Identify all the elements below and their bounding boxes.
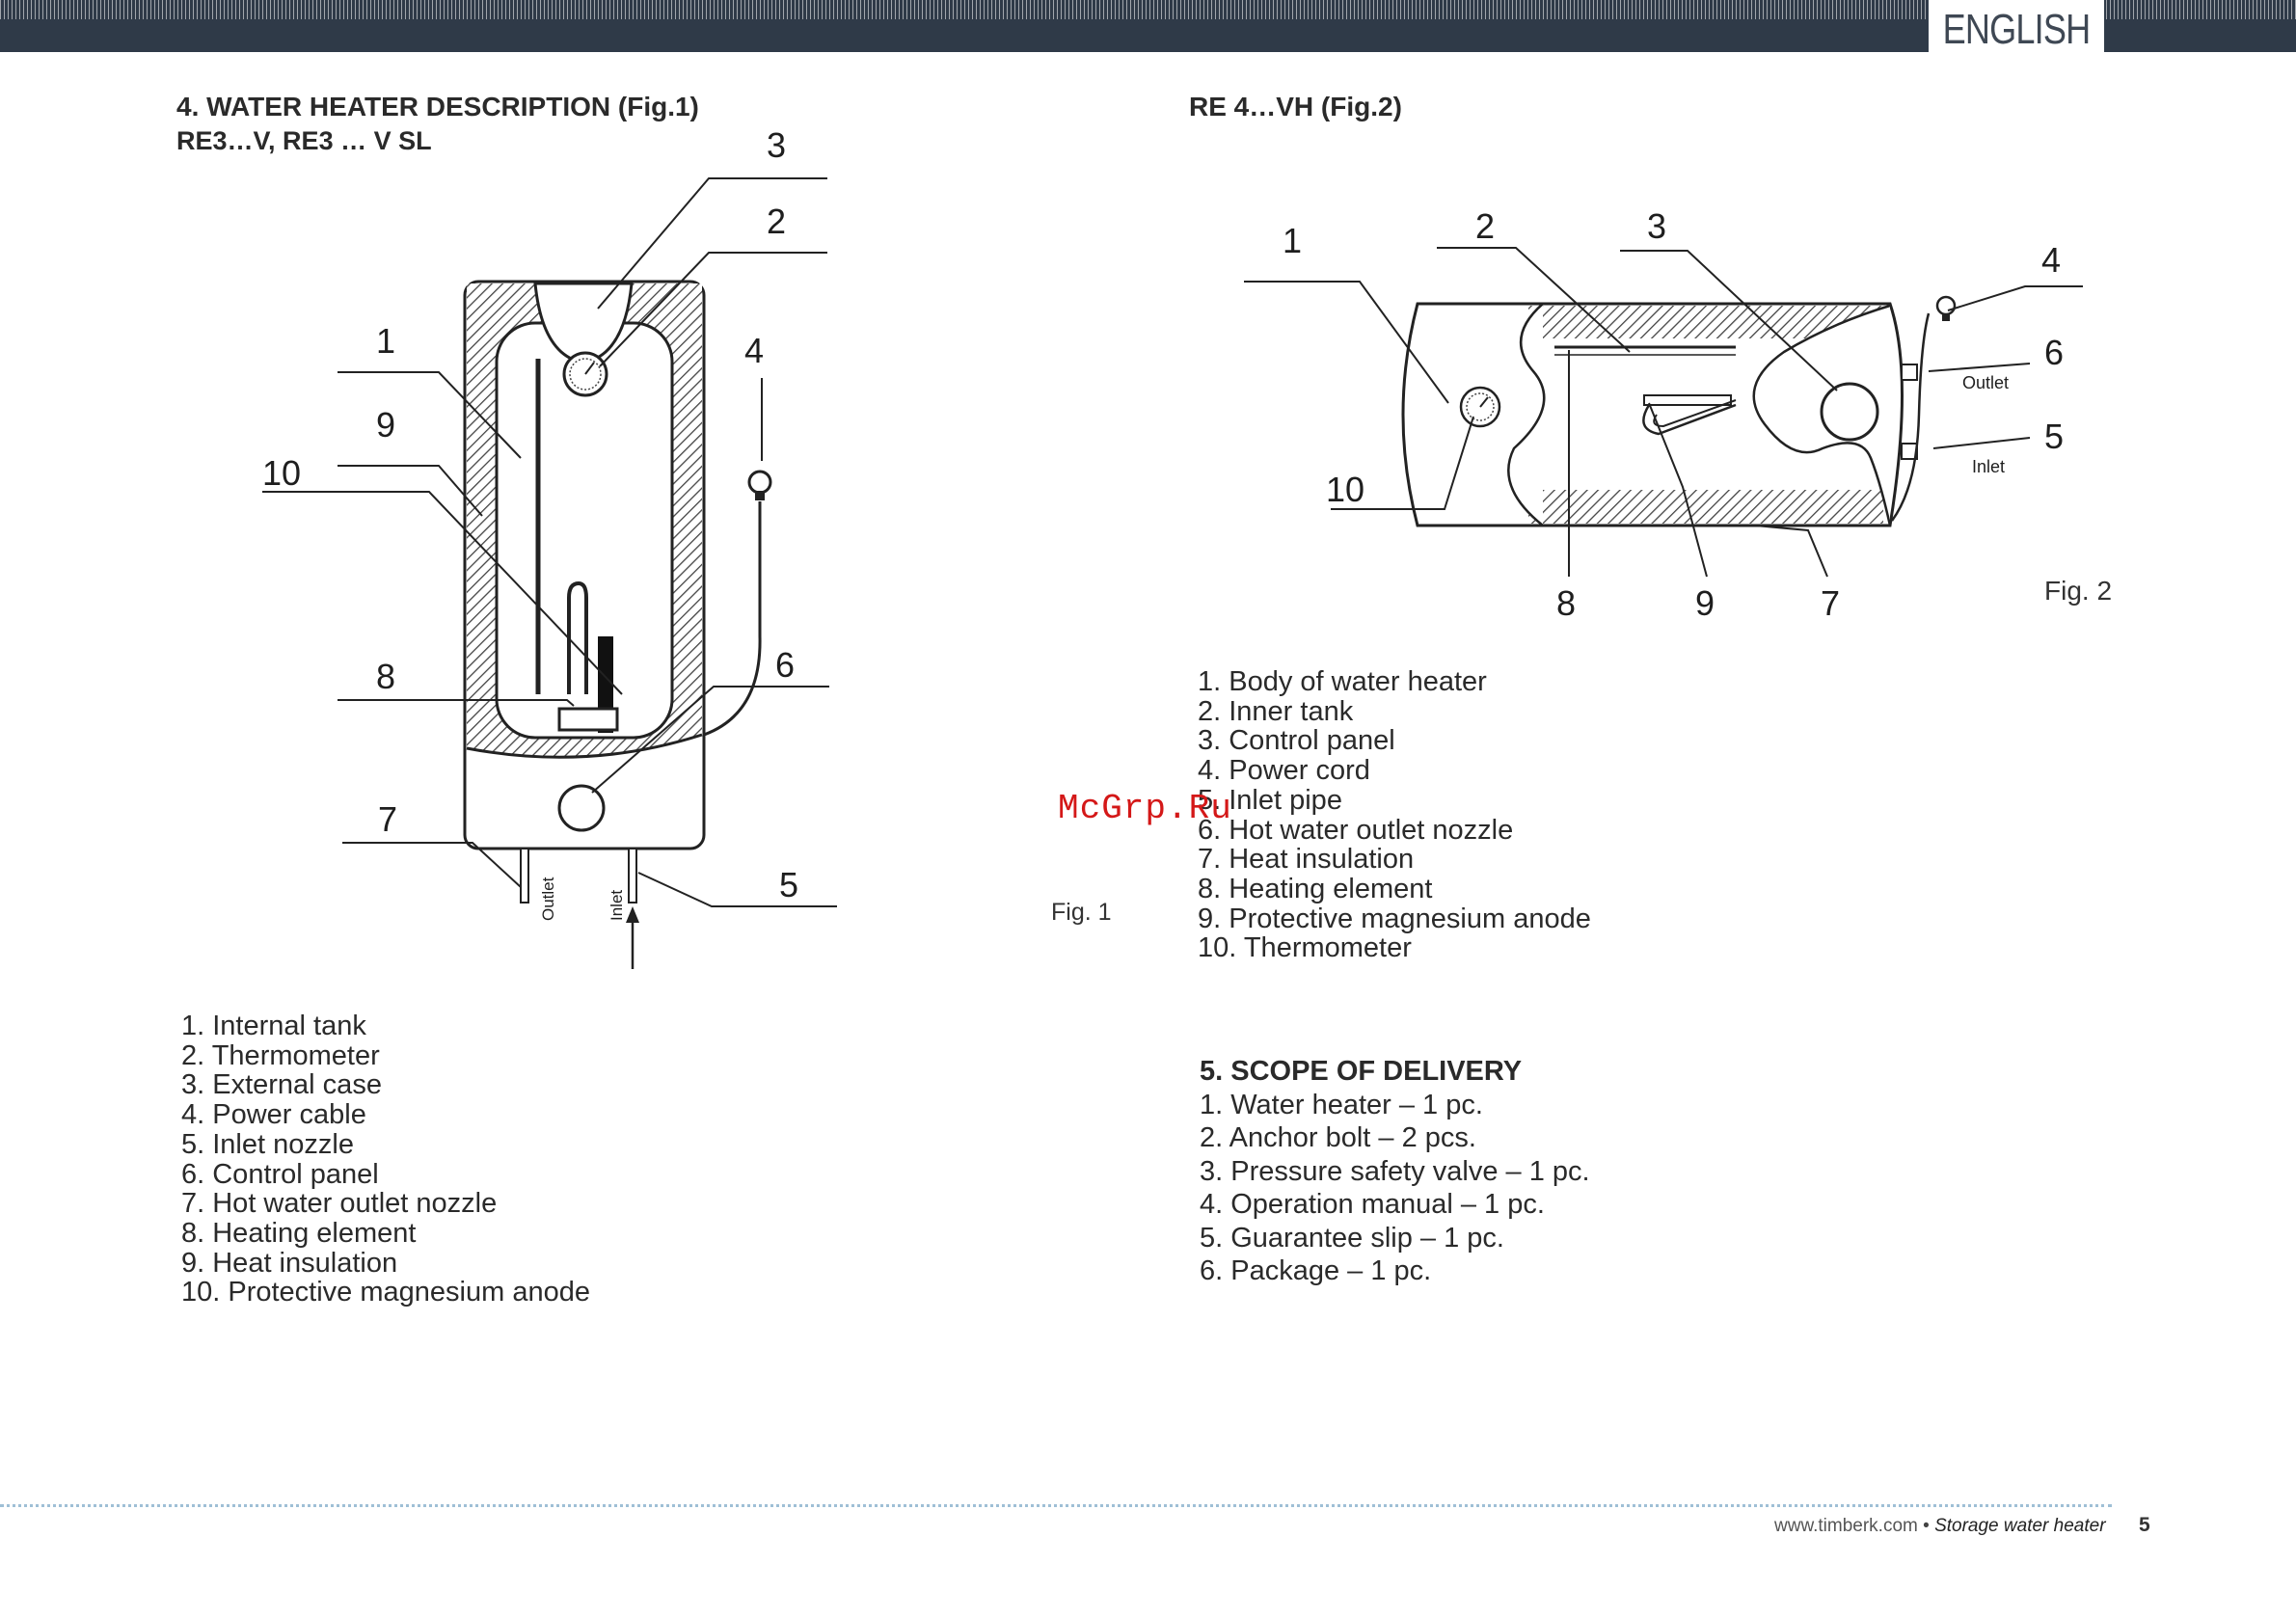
fig1-callout-4: 4	[744, 331, 764, 370]
fig1-callout-5: 5	[779, 865, 798, 904]
fig2-caption: Fig. 2	[2044, 576, 2113, 606]
power-cable	[703, 470, 772, 737]
section5-title: 5. SCOPE OF DELIVERY	[1200, 1056, 1523, 1087]
fig2-callout-numbers: 1 2 3 4 6 5 10 8 9 7	[1283, 206, 2064, 623]
list-item: 7. Heat insulation	[1198, 844, 1415, 876]
list-item: 2. Inner tank	[1198, 695, 1354, 727]
footer-website-link[interactable]: www.timberk.com	[1774, 1516, 1918, 1536]
heater-body	[463, 280, 706, 850]
list-item: 3. External case	[181, 1069, 382, 1101]
list-item: 2. Anchor bolt – 2 pcs.	[1200, 1122, 1476, 1154]
fig1-inlet-label: Inlet	[608, 890, 626, 921]
fig2-leader-lines	[1244, 247, 2083, 578]
section4-subtitle: RE3…V, RE3 … V SL	[176, 126, 432, 155]
language-label: ENGLISH	[1928, 0, 2105, 60]
list-item: 6. Hot water outlet nozzle	[1198, 814, 1514, 846]
delivery-list: 1. Water heater – 1 pc. 2. Anchor bolt –…	[1200, 1089, 1590, 1287]
fig2-callout-5: 5	[2044, 417, 2064, 456]
fig1-callout-9: 9	[376, 405, 395, 445]
list-item: 9. Heat insulation	[181, 1247, 398, 1279]
thermometer-icon	[1459, 386, 1501, 428]
fig1-callout-7: 7	[378, 799, 397, 839]
fig2-callout-3: 3	[1647, 206, 1666, 246]
list-item: 4. Power cord	[1198, 755, 1370, 787]
list-item: 8. Heating element	[1198, 873, 1433, 904]
fig1-callout-10: 10	[262, 453, 301, 493]
list-item: 4. Power cable	[181, 1099, 366, 1131]
list-item: 10. Protective magnesium anode	[181, 1277, 590, 1308]
fig2-outlet-label: Outlet	[1962, 373, 2009, 392]
list-item: 8. Heating element	[181, 1217, 417, 1249]
fig1-callout-8: 8	[376, 657, 395, 696]
fig1-callout-3: 3	[767, 125, 786, 165]
fig1-legend-list: 1. Internal tank 2. Thermometer 3. Exter…	[181, 1011, 590, 1308]
footer-divider	[0, 1504, 2112, 1507]
header-bar	[0, 0, 2296, 52]
outlet-inlet-pipes: Outlet Inlet	[520, 848, 639, 969]
list-item: 1. Internal tank	[181, 1011, 366, 1041]
list-item: 4. Operation manual – 1 pc.	[1200, 1189, 1545, 1221]
footer-separator: •	[1917, 1516, 1935, 1536]
fig1-callout-2: 2	[767, 202, 786, 241]
fig1-vertical-heater-diagram: Outlet Inlet 3 2 1 4 9 10 8 6 7 5	[262, 125, 837, 969]
fig2-legend-list: 1. Body of water heater 2. Inner tank 3.…	[1198, 667, 1591, 963]
control-knob-icon	[1820, 382, 1879, 442]
list-item: 6. Control panel	[181, 1158, 379, 1190]
fig1-caption: Fig. 1	[1051, 899, 1112, 926]
section4-title: 4. WATER HEATER DESCRIPTION (Fig.1)	[176, 92, 699, 121]
page-number: 5	[2139, 1514, 2150, 1536]
fig1-leader-lines	[262, 177, 837, 907]
fig2-title: RE 4…VH (Fig.2)	[1189, 92, 1402, 121]
pipes-and-cord: Outlet Inlet	[1890, 295, 2009, 522]
fig2-callout-1: 1	[1283, 221, 1302, 260]
list-item: 5. Inlet pipe	[1198, 784, 1342, 816]
list-item: 5. Inlet nozzle	[181, 1128, 354, 1160]
watermark-text: McGrp.Ru	[1058, 789, 1232, 828]
list-item: 3. Pressure safety valve – 1 pc.	[1200, 1155, 1590, 1187]
fig1-callout-1: 1	[376, 321, 395, 361]
footer-doc-title: Storage water heater	[1934, 1516, 2106, 1536]
fig2-callout-6: 6	[2044, 333, 2064, 372]
thermometer-icon	[562, 351, 608, 397]
control-knob-icon	[557, 784, 606, 832]
list-item: 9. Protective magnesium anode	[1198, 903, 1591, 934]
fig2-callout-10: 10	[1326, 470, 1364, 509]
fig2-callout-4: 4	[2041, 240, 2061, 280]
fig2-callout-7: 7	[1821, 583, 1840, 623]
fig1-callout-numbers: 3 2 1 4 9 10 8 6 7 5	[262, 125, 798, 904]
list-item: 7. Hot water outlet nozzle	[181, 1188, 498, 1220]
list-item: 10. Thermometer	[1198, 932, 1412, 964]
fig2-horizontal-heater-diagram: Outlet Inlet 1 2 3 4 6 5 10 8 9 7	[1244, 206, 2083, 623]
list-item: 3. Control panel	[1198, 725, 1395, 757]
list-item: 1. Water heater – 1 pc.	[1200, 1090, 1483, 1120]
fig1-outlet-label: Outlet	[539, 876, 557, 921]
fig2-callout-2: 2	[1475, 206, 1495, 246]
fig2-callout-8: 8	[1556, 583, 1576, 623]
footer-text: www.timberk.com • Storage water heater	[1774, 1516, 2106, 1537]
fig2-inlet-label: Inlet	[1972, 457, 2005, 476]
list-item: 1. Body of water heater	[1198, 666, 1487, 697]
fig1-callout-6: 6	[775, 645, 795, 685]
list-item: 2. Thermometer	[181, 1039, 380, 1071]
fig2-callout-9: 9	[1695, 583, 1715, 623]
list-item: 6. Package – 1 pc.	[1200, 1255, 1432, 1287]
list-item: 5. Guarantee slip – 1 pc.	[1200, 1222, 1504, 1254]
